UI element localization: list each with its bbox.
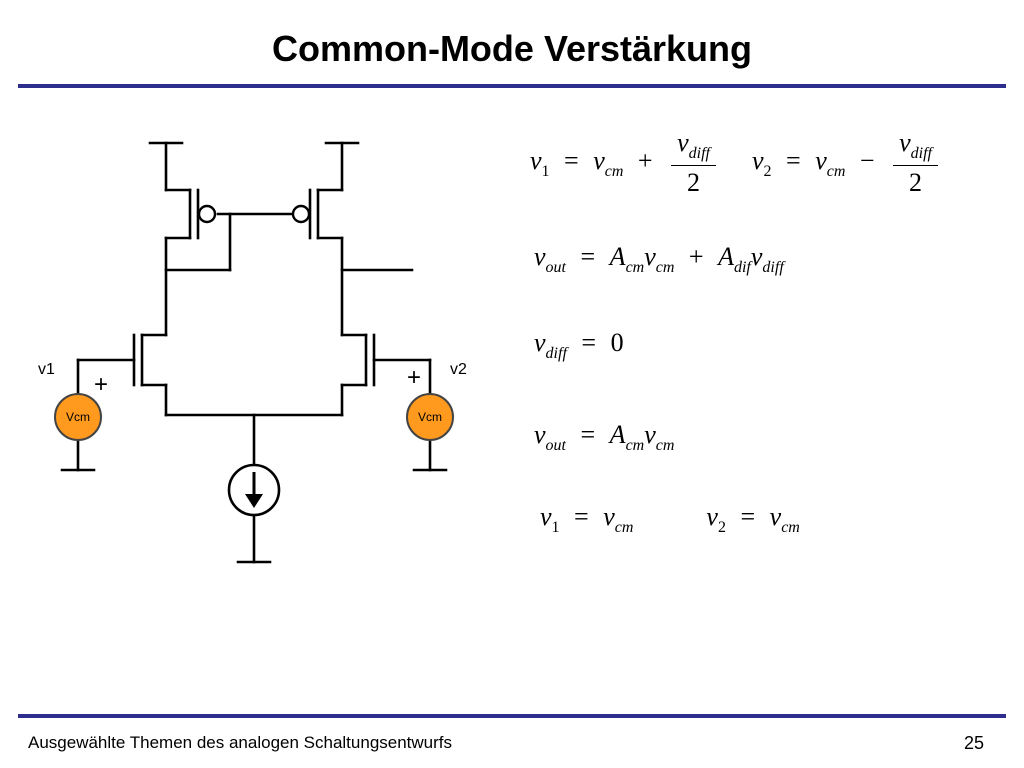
- arrow-down-icon: [245, 494, 263, 508]
- footer-course-title: Ausgewählte Themen des analogen Schaltun…: [28, 733, 453, 752]
- diff-pair-circuit: Vcm Vcm + + v1 v2: [38, 141, 467, 564]
- page-number: 25: [963, 733, 984, 753]
- plus-right: +: [407, 364, 421, 391]
- equation-vout-general: vout = Acmvcm + Adifvdiff: [534, 242, 784, 276]
- source-right-label: Vcm: [418, 410, 442, 424]
- label-v1: v1: [38, 361, 55, 378]
- slide-title: Common-Mode Verstärkung: [271, 28, 753, 69]
- source-left-label: Vcm: [66, 410, 90, 424]
- gate-bubble-left: [197, 204, 217, 224]
- plus-left: +: [94, 371, 108, 398]
- footer-divider: [18, 714, 1006, 718]
- voltage-source-right: [406, 393, 454, 441]
- title-divider: [18, 84, 1006, 88]
- equation-vdiff-zero: vdiff = 0: [534, 328, 624, 362]
- equation-vout-cm: vout = Acmvcm: [534, 420, 675, 454]
- voltage-source-left: [54, 393, 102, 441]
- equation-inputs-cm: v1 = vcm v2 = vcm: [540, 502, 800, 536]
- gate-bubble-right: [291, 204, 311, 224]
- label-v2: v2: [450, 361, 467, 378]
